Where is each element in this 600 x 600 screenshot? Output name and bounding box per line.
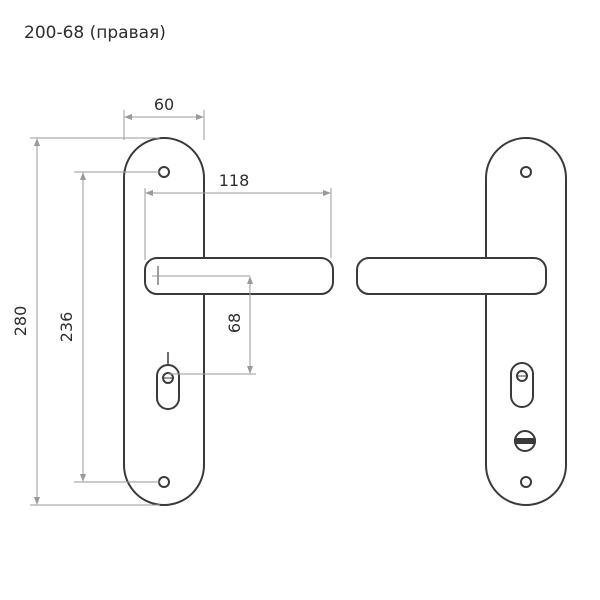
dim-hole-spacing: 236: [57, 312, 76, 343]
front-view: [123, 137, 334, 506]
dim-handle-length: 118: [219, 171, 250, 190]
dim-total-height: 280: [11, 306, 30, 337]
back-bottom-screw-hole: [520, 476, 532, 488]
back-top-screw-hole: [520, 166, 532, 178]
back-lever: [356, 257, 547, 295]
back-view: [356, 137, 567, 506]
model-title: 200-68 (правая): [24, 23, 166, 43]
top-screw-hole: [158, 166, 170, 178]
dim-center-distance: 68: [225, 313, 244, 333]
dimension-labels: 60 118 280 236 68: [11, 95, 249, 342]
dim-plate-width: 60: [154, 95, 174, 114]
front-backplate: [123, 137, 205, 506]
cylinder-keyhole: [156, 364, 180, 410]
back-backplate: [485, 137, 567, 506]
privacy-turn-slot: [514, 438, 536, 444]
back-cylinder-keyhole: [510, 362, 534, 408]
bottom-screw-hole: [158, 476, 170, 488]
dimension-lines: [30, 110, 332, 506]
